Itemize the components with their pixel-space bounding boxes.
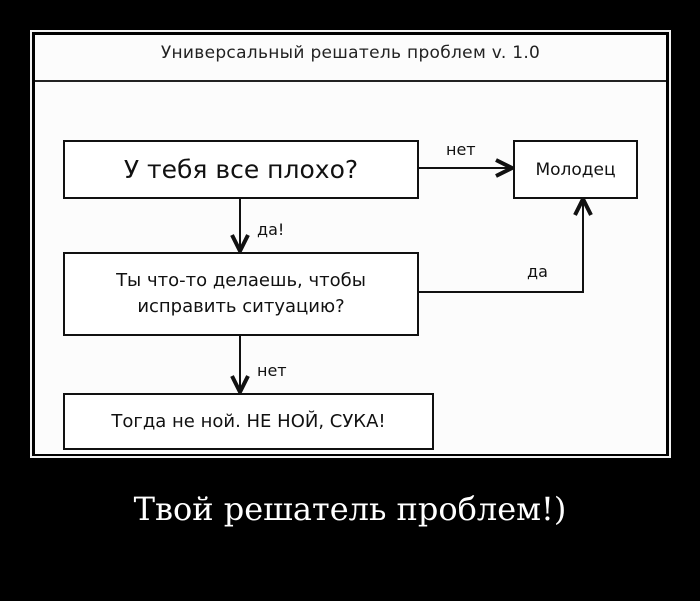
node-end-text: Тогда не ной. НЕ НОЙ, СУКА! — [111, 411, 386, 432]
title-divider — [35, 80, 666, 82]
edge-label-q1-no: нет — [446, 140, 476, 159]
poster-caption: Твой решатель проблем!) — [133, 490, 567, 528]
edge-label-q2-yes: да — [527, 262, 548, 281]
node-good-text: Молодец — [535, 159, 616, 180]
flowchart-panel — [35, 35, 666, 454]
node-q2: Ты что-то делаешь, чтобы исправить ситуа… — [63, 252, 419, 336]
edge-label-q2-no: нет — [257, 361, 287, 380]
node-q2-line1: Ты что-то делаешь, чтобы — [116, 270, 366, 291]
node-good: Молодец — [513, 140, 638, 199]
edge-label-q1-yes: да! — [257, 220, 285, 239]
node-q1-text: У тебя все плохо? — [123, 155, 359, 184]
node-end: Тогда не ной. НЕ НОЙ, СУКА! — [63, 393, 434, 450]
flowchart-title: Универсальный решатель проблем v. 1.0 — [160, 43, 541, 63]
node-q1: У тебя все плохо? — [63, 140, 419, 199]
arrow-q2-yes — [418, 199, 583, 293]
node-q2-line2: исправить ситуацию? — [137, 296, 345, 317]
poster-frame — [30, 30, 671, 458]
